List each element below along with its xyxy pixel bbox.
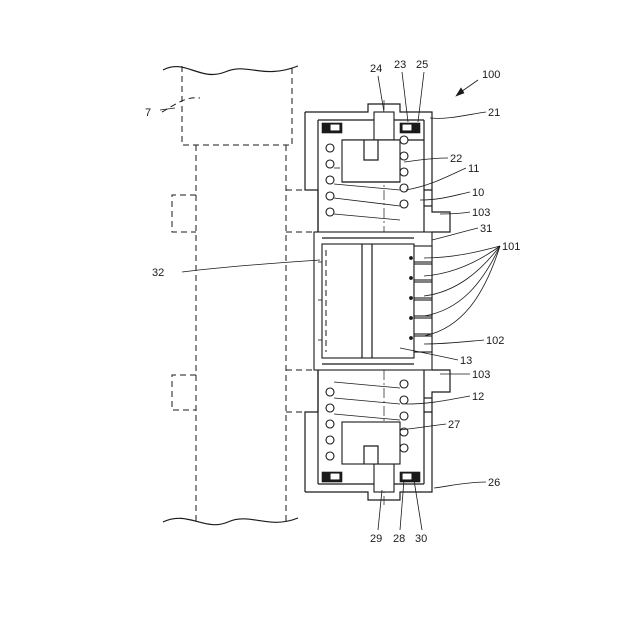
object-7-outline: [162, 66, 315, 525]
label-28: 28: [393, 533, 405, 545]
label-26: 26: [488, 477, 500, 489]
label-103-upper: 103: [472, 207, 490, 219]
label-7: 7: [145, 107, 151, 119]
label-103-lower: 103: [472, 369, 490, 381]
label-10: 10: [472, 187, 484, 199]
label-31: 31: [480, 223, 492, 235]
label-22: 22: [450, 153, 462, 165]
label-30: 30: [415, 533, 427, 545]
label-27: 27: [448, 419, 460, 431]
label-29: 29: [370, 533, 382, 545]
label-21: 21: [488, 107, 500, 119]
label-23: 23: [394, 59, 406, 71]
label-101: 101: [502, 241, 520, 253]
upper-bearing: [322, 112, 424, 182]
label-100: 100: [482, 69, 500, 81]
label-11: 11: [468, 163, 479, 175]
label-13: 13: [460, 355, 472, 367]
label-102: 102: [486, 335, 504, 347]
middle-block: [314, 232, 432, 370]
label-25: 25: [416, 59, 428, 71]
label-12: 12: [472, 391, 484, 403]
label-32: 32: [152, 267, 164, 279]
label-24: 24: [370, 63, 382, 75]
